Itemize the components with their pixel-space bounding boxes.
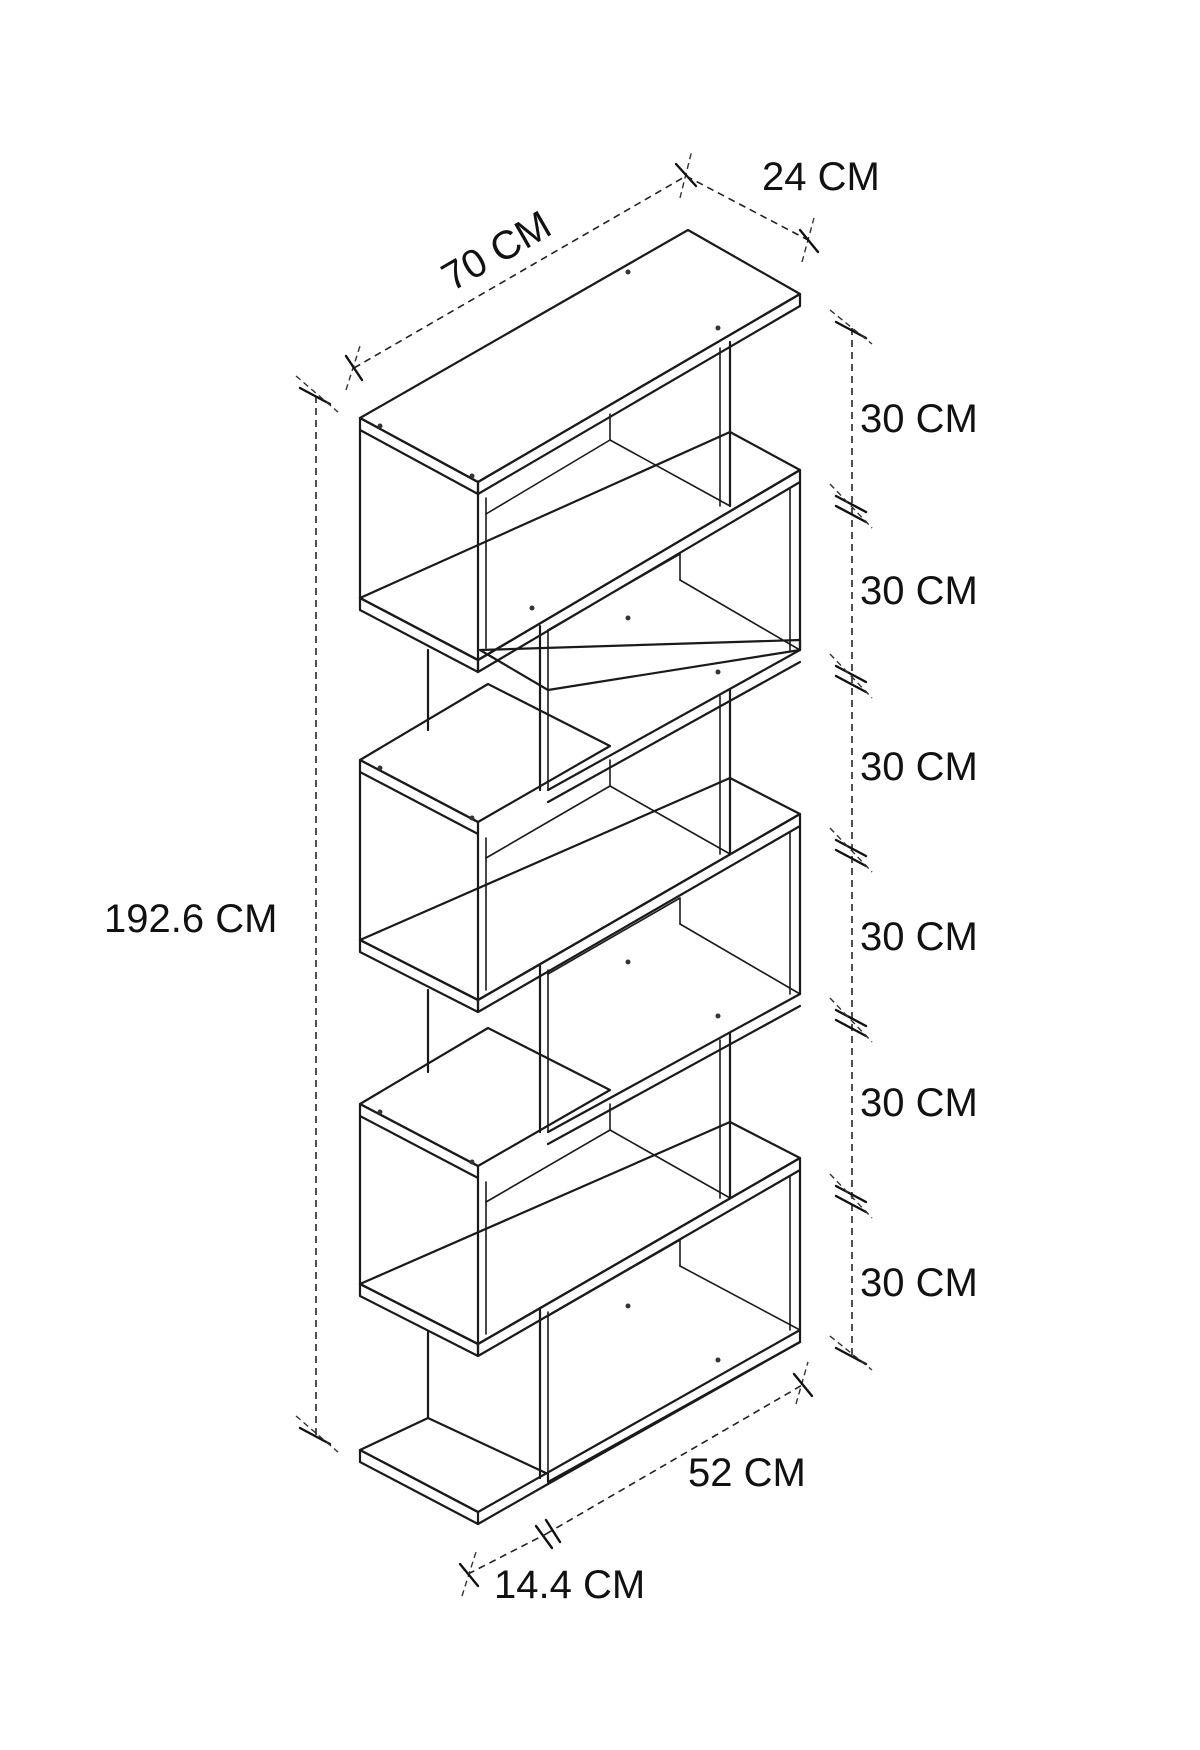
- tier4-right-box: [426, 824, 802, 1134]
- offset-width-label: 14.4 CM: [494, 1563, 645, 1607]
- tier6-right-box: [426, 1168, 802, 1480]
- shelf-height-label-3: 30 CM: [860, 745, 978, 789]
- bottom-board: [358, 1328, 802, 1526]
- shelf-board-5: [546, 992, 802, 1146]
- shelf-height-label-1: 30 CM: [860, 397, 978, 441]
- shelf-board-6: [358, 1120, 802, 1358]
- width-dimension-line: [344, 149, 698, 391]
- offset-width-dimension-line: [458, 1533, 547, 1597]
- shelf-height-dimension-line: [829, 309, 873, 1371]
- shelf-board-4: [358, 776, 802, 1014]
- tier2-right-box: [426, 480, 802, 792]
- height-dimension-line: [295, 375, 339, 1453]
- shelf-height-label-6: 30 CM: [860, 1261, 978, 1305]
- depth-label: 24 CM: [762, 155, 880, 199]
- shelf-height-label-4: 30 CM: [860, 915, 978, 959]
- height-label: 192.6 CM: [104, 897, 277, 941]
- compartment-width-label: 52 CM: [688, 1451, 806, 1495]
- depth-dimension-line: [685, 175, 820, 263]
- top-board: [358, 228, 802, 496]
- shelf-height-label-5: 30 CM: [860, 1081, 978, 1125]
- dimension-lines: [295, 149, 873, 1597]
- tier1-left-box: [358, 428, 611, 662]
- shelf-height-label-2: 30 CM: [860, 569, 978, 613]
- tier1-back-panel: [609, 340, 732, 508]
- width-label: 70 CM: [435, 203, 559, 300]
- bookshelf-outline: [358, 228, 802, 1526]
- shelf-board-3: [478, 615, 802, 804]
- compartment-width-dimension-line: [534, 1361, 814, 1550]
- shelf-board-2: [358, 430, 802, 674]
